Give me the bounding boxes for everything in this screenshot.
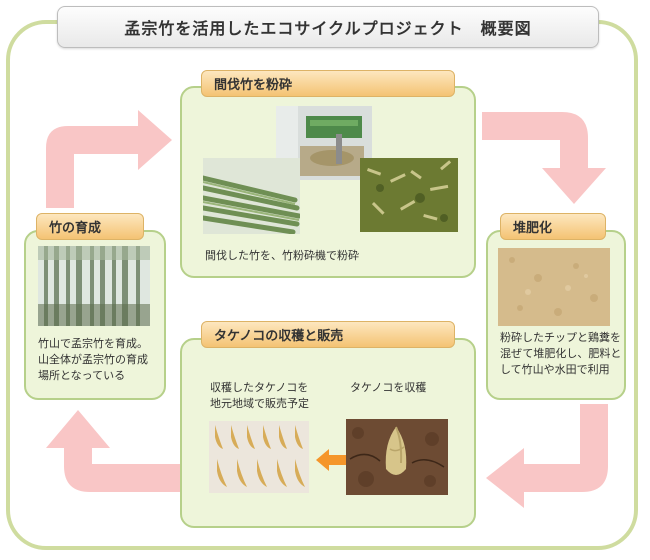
bamboo-forest-photo bbox=[38, 246, 150, 326]
arrow-harvest-to-grow bbox=[36, 402, 182, 512]
caption-grow-line-1: 竹山で孟宗竹を育成。 bbox=[38, 336, 148, 352]
arrow-harvest-to-sales bbox=[316, 447, 346, 473]
caption-compost-line-2: 混ぜて堆肥化し、肥料と bbox=[500, 346, 621, 362]
bamboo-shoot-photo bbox=[346, 419, 448, 495]
caption-cut-bamboo: 間伐した竹を、竹粉砕機で粉砕 bbox=[205, 248, 359, 264]
arrow-compost-to-harvest bbox=[480, 402, 620, 512]
label-cut-bamboo: 間伐竹を粉砕 bbox=[201, 70, 455, 97]
label-grow-bamboo: 竹の育成 bbox=[36, 213, 144, 240]
compost-photo bbox=[498, 248, 610, 326]
label-harvest: タケノコの収穫と販売 bbox=[201, 321, 455, 348]
caption-sales-line-1: 収穫したタケノコを bbox=[210, 380, 308, 396]
cut-bamboo-stack-photo bbox=[203, 158, 300, 234]
caption-grow-line-3: 場所となっている bbox=[38, 368, 125, 384]
crushed-bamboo-photo bbox=[360, 158, 458, 232]
caption-grow-line-2: 山全体が孟宗竹の育成 bbox=[38, 352, 148, 368]
caption-sales-line-2: 地元地域で販売予定 bbox=[210, 396, 309, 412]
caption-compost-line-3: して竹山や水田で利用 bbox=[500, 362, 610, 378]
label-compost: 堆肥化 bbox=[500, 213, 606, 240]
caption-compost-line-1: 粉砕したチップと鶏糞を bbox=[500, 330, 621, 346]
diagram-title: 孟宗竹を活用したエコサイクルプロジェクト 概要図 bbox=[57, 6, 599, 48]
boiled-shoots-photo bbox=[209, 421, 309, 493]
caption-harvest: タケノコを収穫 bbox=[350, 380, 426, 396]
arrow-grow-to-cut bbox=[40, 100, 180, 210]
arrow-cut-to-compost bbox=[480, 108, 620, 208]
